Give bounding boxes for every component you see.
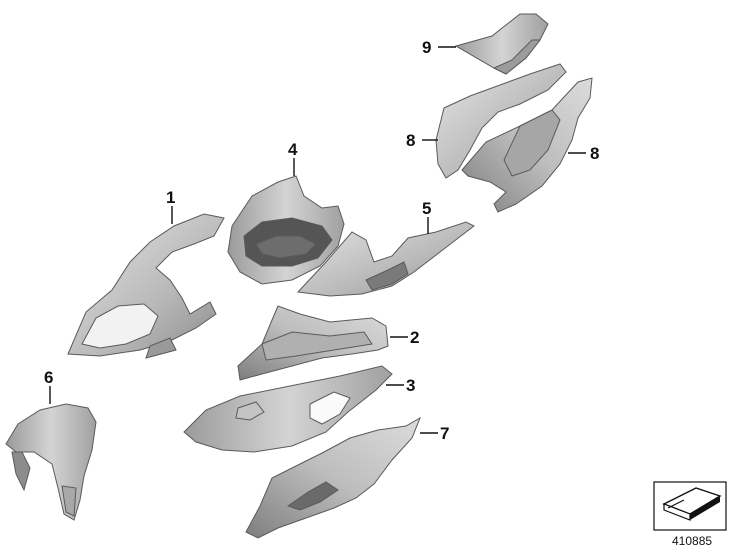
callout-2: 2 bbox=[410, 328, 419, 347]
callout-8a: 8 bbox=[406, 131, 415, 150]
part-8-rear-panels bbox=[435, 63, 593, 213]
part-7-belly-pan bbox=[245, 416, 421, 539]
callout-8b: 8 bbox=[590, 144, 599, 163]
callout-7: 7 bbox=[440, 424, 449, 443]
leader-lines bbox=[49, 46, 586, 434]
callout-1: 1 bbox=[166, 188, 175, 207]
part-6-front-mudguard bbox=[5, 403, 97, 521]
callout-6: 6 bbox=[44, 368, 53, 387]
part-1-side-fairing bbox=[67, 213, 225, 359]
part-2-side-section bbox=[237, 305, 389, 381]
callout-4: 4 bbox=[288, 140, 298, 159]
callout-9: 9 bbox=[422, 38, 431, 57]
part-3-lower-fairing bbox=[183, 365, 393, 453]
part-5-side-trim bbox=[296, 221, 475, 297]
callout-numbers: 1 2 3 4 5 6 7 8 8 9 bbox=[44, 38, 599, 443]
part-9-seat-cowl bbox=[454, 13, 549, 75]
reference-number: 410885 bbox=[672, 534, 712, 548]
part-4-tank-cover bbox=[227, 175, 345, 285]
callout-3: 3 bbox=[406, 376, 415, 395]
callout-5: 5 bbox=[422, 199, 431, 218]
reference-symbol-box bbox=[653, 481, 727, 531]
